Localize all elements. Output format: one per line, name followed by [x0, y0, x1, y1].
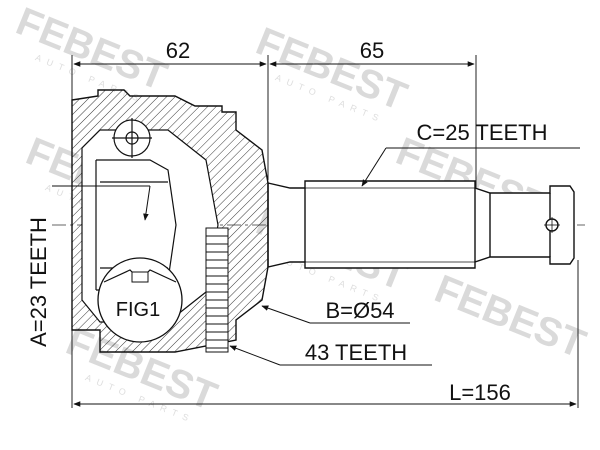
fig1-detail [97, 257, 183, 343]
shaft [267, 180, 575, 269]
ball-bearing [112, 118, 152, 158]
dim-65-label: 65 [360, 38, 384, 63]
c-teeth-label: C=25 TEETH [416, 120, 547, 145]
dim-62-label: 62 [166, 38, 190, 63]
a-teeth-label: A=23 TEETH [26, 217, 51, 347]
fig-label: FIG1 [116, 299, 160, 321]
dim-length-label: L=156 [449, 380, 511, 405]
abs-teeth-label: 43 TEETH [305, 340, 407, 365]
watermark-brand-7: FEBEST [429, 267, 592, 367]
abs-ring [205, 227, 229, 353]
b-diameter-label: B=Ø54 [325, 298, 394, 323]
leaders-right [229, 147, 580, 366]
dimension-lines [73, 61, 577, 407]
leader-a [52, 185, 151, 221]
